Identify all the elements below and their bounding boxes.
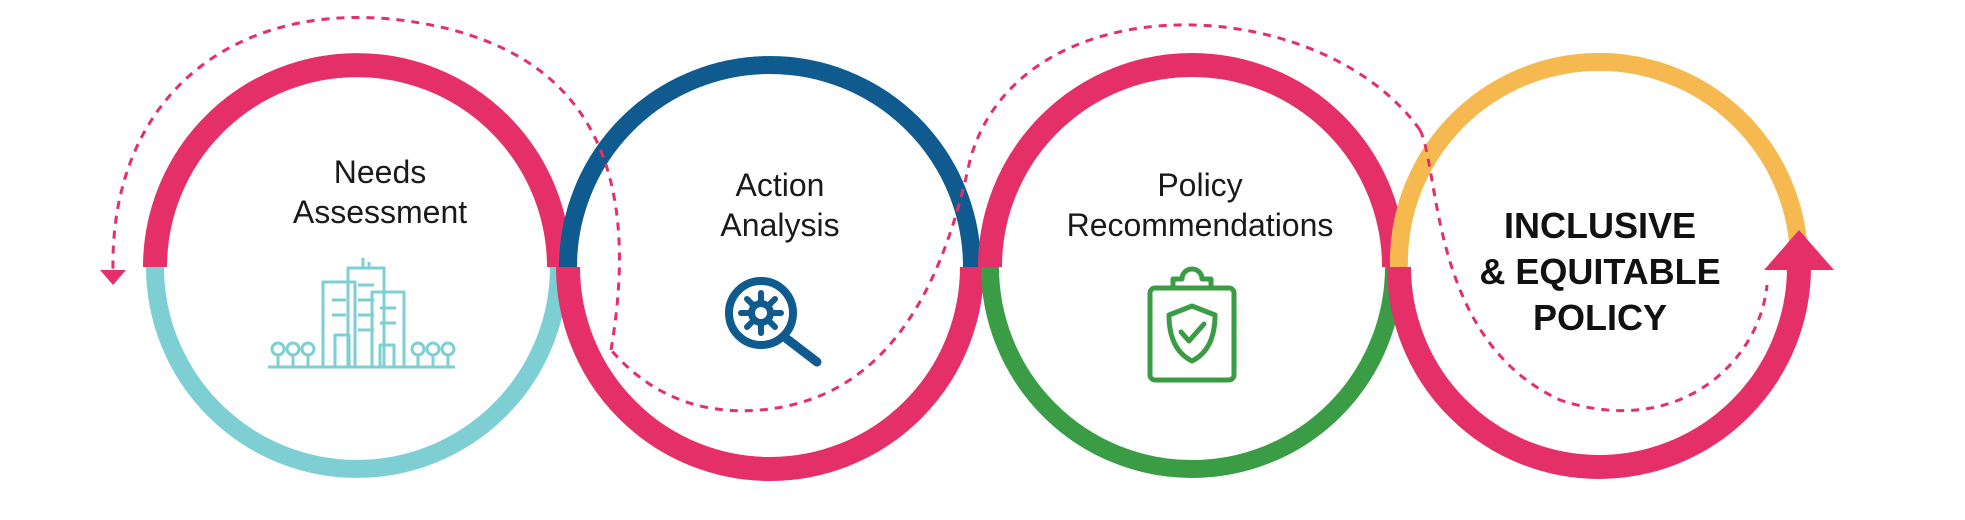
clipboard-shield-check-icon [1147, 266, 1237, 383]
dashed-loop-middle [609, 23, 1422, 413]
step-label-policy-recommendations: Policy Recommendations [1066, 167, 1334, 243]
ring-needs-assessment-bottom [146, 266, 568, 478]
step-label-needs-assessment: Needs Assessment [292, 154, 468, 230]
dashed-arrow-head-down-icon [100, 270, 126, 285]
magnifier-gear-icon [725, 277, 822, 367]
dashed-loop-right [1418, 129, 1769, 413]
ring-policy-recommendations-bottom [981, 266, 1403, 478]
step-label-action-analysis: Action Analysis [720, 167, 840, 243]
ring-outcome-bottom [1387, 262, 1811, 479]
arrow-head-up-icon [1764, 230, 1834, 270]
ring-outcome-top [1389, 53, 1808, 268]
ring-action-analysis-bottom [556, 266, 984, 481]
step-label-inclusive-equitable-policy: INCLUSIVE & EQUITABLE POLICY [1479, 205, 1721, 338]
city-buildings-icon [268, 258, 456, 369]
dashed-loop-left [111, 15, 621, 351]
ring-needs-assessment-top [143, 53, 571, 268]
ring-policy-recommendations-top [978, 53, 1406, 268]
ring-action-analysis-top [559, 56, 981, 268]
